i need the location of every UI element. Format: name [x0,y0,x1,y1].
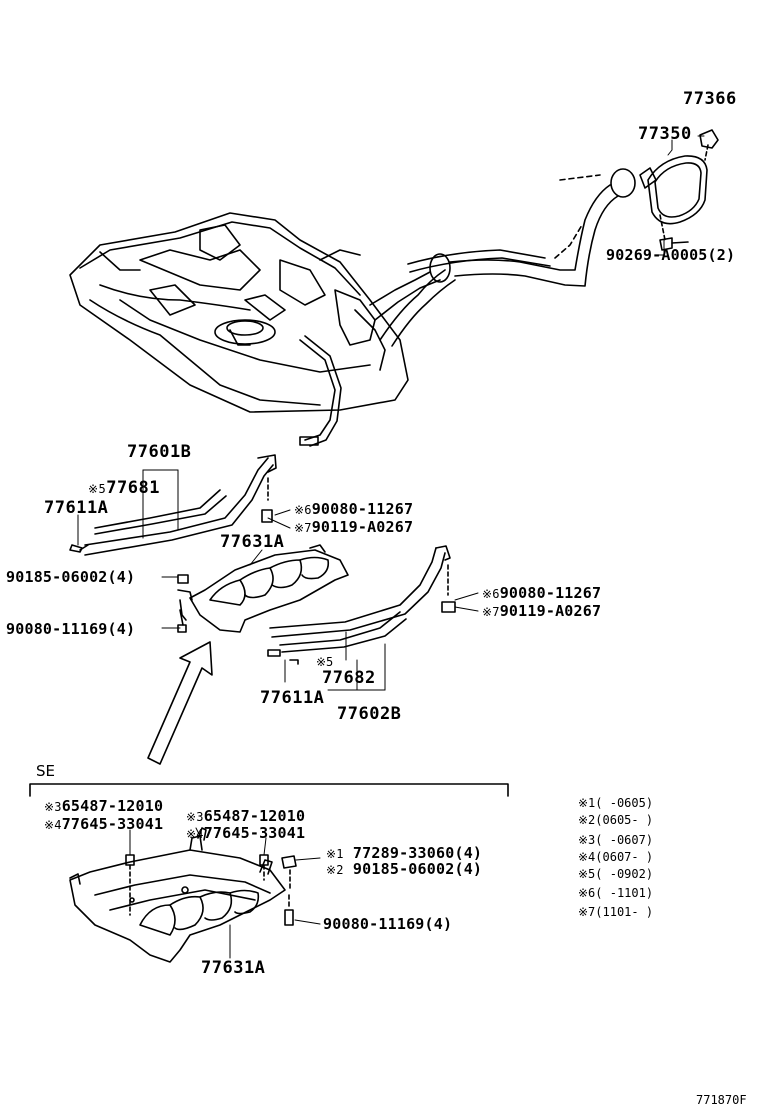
note-6: ※6( -1101) [578,886,654,900]
note-5: ※5( -0902) [578,867,654,881]
se-part-65487-left-mark: ※3 [44,800,62,814]
diagram-code: 771870F [696,1093,747,1107]
part-77682-mark: ※5 [316,655,334,669]
part-90119-right-number: 90119-A0267 [499,602,602,620]
part-77366-label[interactable]: 77366 [683,89,737,109]
part-90119-top-number: 90119-A0267 [311,518,414,536]
part-90119-top-mark: ※7 [294,521,312,535]
se-part-90080-11169-label[interactable]: 90080-11169(4) [323,915,453,933]
se-part-77645-right-mark: ※4 [186,827,204,841]
se-part-77645-left-number: 77645-33041 [61,815,164,833]
part-90080-11267-right-label[interactable]: ※690080-11267 [482,586,601,601]
part-77611a-bottom-label[interactable]: 77611A [260,688,325,708]
se-part-77289-label[interactable]: ※1 77289-33060(4) [326,846,482,861]
part-77611a-top-label[interactable]: 77611A [44,498,109,518]
fuel-door-drawing [639,129,719,251]
part-77681-label[interactable]: ※577681 [88,480,160,497]
leader-lines [77,135,705,959]
part-77681-number: 77681 [106,478,160,498]
note-1: ※1( -0605) [578,796,654,810]
part-90080-11267-top-number: 90080-11267 [311,500,414,518]
part-90119-top-label[interactable]: ※790119-A0267 [294,520,413,535]
filler-pipe-drawing [379,168,636,347]
se-part-77645-right-number: 77645-33041 [203,824,306,842]
tank-protector-se-drawing [69,835,286,963]
se-part-65487-right-number: 65487-12010 [203,807,306,825]
part-90080-11267-top-mark: ※6 [294,503,312,517]
part-90119-right-mark: ※7 [482,605,500,619]
se-part-77631a-label[interactable]: 77631A [201,958,266,978]
note-7: ※7(1101- ) [578,905,654,919]
tank-band-upper-drawing [69,454,277,556]
note-2: ※2(0605- ) [578,813,654,827]
se-part-77645-right-label[interactable]: ※477645-33041 [186,826,305,841]
tank-band-lower-drawing [267,545,456,665]
part-77601b-label[interactable]: 77601B [127,442,192,462]
part-90119-right-label[interactable]: ※790119-A0267 [482,604,601,619]
part-90080-11267-right-mark: ※6 [482,587,500,601]
part-90080-11169-left-label[interactable]: 90080-11169(4) [6,620,136,638]
se-section-title: SE [36,762,55,780]
direction-arrow-drawing [147,641,213,765]
part-77350-label[interactable]: 77350 [638,124,692,144]
note-3: ※3( -0607) [578,833,654,847]
se-part-77289-number: 77289-33060(4) [352,844,483,862]
se-part-77645-left-mark: ※4 [44,818,62,832]
se-part-90185-label[interactable]: ※2 90185-06002(4) [326,862,482,877]
part-90080-11267-top-label[interactable]: ※690080-11267 [294,502,413,517]
se-part-77289-mark: ※1 [326,847,344,861]
part-77602b-label[interactable]: 77602B [337,704,402,724]
se-part-65487-left-number: 65487-12010 [61,797,164,815]
tank-protector-upper-drawing [177,544,349,633]
se-part-65487-right-mark: ※3 [186,810,204,824]
part-77631a-top-label[interactable]: 77631A [220,532,285,552]
se-section-frame [29,783,509,797]
fuel-tank-drawing [69,212,441,447]
part-77681-mark: ※5 [88,482,107,496]
se-part-65487-right-label[interactable]: ※365487-12010 [186,809,305,824]
se-part-90185-mark: ※2 [326,863,344,877]
part-90269-label[interactable]: 90269-A0005(2) [606,246,736,264]
se-part-90185-number: 90185-06002(4) [352,860,483,878]
note-4: ※4(0607- ) [578,850,654,864]
se-fasteners-drawing [125,827,297,926]
part-90080-11267-right-number: 90080-11267 [499,584,602,602]
se-part-77645-left-label[interactable]: ※477645-33041 [44,817,163,832]
part-77682-label[interactable]: 77682 [322,668,376,688]
part-90185-left-label[interactable]: 90185-06002(4) [6,568,136,586]
se-part-65487-left-label[interactable]: ※365487-12010 [44,799,163,814]
